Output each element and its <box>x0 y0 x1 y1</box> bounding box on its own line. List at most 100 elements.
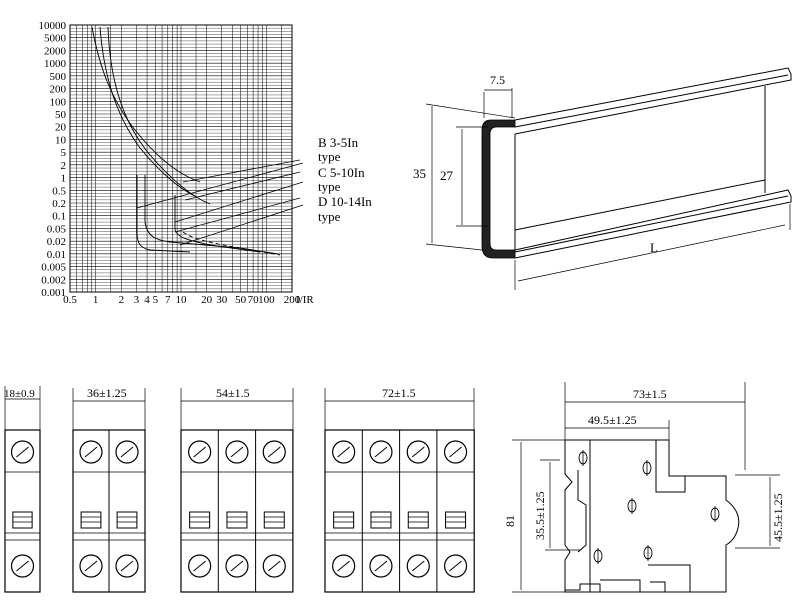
side-right-offset-label: 45.5±1.25 <box>771 493 785 542</box>
breaker-3p: 54±1.5 <box>180 386 294 593</box>
toggle-lever <box>189 511 211 529</box>
x-tick-label: 50 <box>235 294 247 306</box>
y-tick-label: 0.005 <box>41 262 66 274</box>
y-tick-label: 0.1 <box>52 211 66 223</box>
x-tick-label: 3 <box>134 294 140 306</box>
x-tick-label: 1 <box>93 294 99 306</box>
breaker-4p-width: 72±1.5 <box>382 386 416 400</box>
screw-slot <box>193 446 207 458</box>
toggle-lever <box>12 511 33 529</box>
y-tick-label: 500 <box>50 71 67 83</box>
screw-slot <box>120 446 134 458</box>
chart-legend: B 3-5In type C 5-10In type D 10-14In typ… <box>318 135 372 224</box>
toggle-lever <box>226 511 248 529</box>
breaker-1p: 18±0.9 <box>4 386 41 593</box>
chart-vertical-grid <box>76 25 293 292</box>
legend-d-label: D 10-14In <box>318 194 372 209</box>
rail-top-flange <box>514 67 792 135</box>
y-tick-label: 0.002 <box>41 274 66 286</box>
rail-profile <box>481 119 516 259</box>
x-tick-label: 100 <box>258 294 275 306</box>
y-tick-label: 1000 <box>44 58 67 70</box>
rail-bottom-flange <box>514 189 792 259</box>
curve-c-upper <box>99 26 196 197</box>
x-tick-label: 10 <box>176 294 188 306</box>
y-tick-label: 5 <box>61 147 67 159</box>
screw-slot <box>84 560 98 572</box>
screw-slot <box>267 560 281 572</box>
curve-c-vertical <box>144 175 279 255</box>
y-tick-label: 1 <box>61 173 67 185</box>
curve-b-upper <box>91 26 201 183</box>
screw-slot <box>84 446 98 458</box>
screw-slot <box>16 446 29 458</box>
x-tick-label: 70 <box>248 294 260 306</box>
breaker-side-view: 73±1.5 49.5±1.25 81 35.5±1.25 45.5±1.25 <box>503 382 785 593</box>
x-tick-label: 4 <box>144 294 150 306</box>
x-tick-label: 5 <box>153 294 159 306</box>
breaker-4p-body <box>324 429 475 593</box>
rail-inner-height-label: 27 <box>440 168 454 183</box>
chart-y-tick-labels: 100005000200010005002001005020105210.50.… <box>39 20 67 299</box>
screw-slot <box>230 446 244 458</box>
breaker-1p-width: 18±0.9 <box>4 388 35 400</box>
breaker-2p-body <box>72 429 146 593</box>
screw-slot <box>16 560 29 572</box>
y-tick-label: 10000 <box>39 20 67 32</box>
screw-slot <box>411 560 425 572</box>
curve-d-vertical <box>174 195 261 253</box>
side-left-offset-label: 35.5±1.25 <box>533 491 547 540</box>
side-depth-label: 73±1.5 <box>633 387 667 401</box>
curve-d-dashed <box>182 231 281 256</box>
screw-slot <box>374 560 388 572</box>
side-body-inner <box>577 440 691 592</box>
y-tick-label: 100 <box>50 96 67 108</box>
x-tick-label: 30 <box>216 294 228 306</box>
y-tick-label: 0.01 <box>47 249 66 261</box>
side-din-clip <box>565 581 666 592</box>
rail-top-width-label: 7.5 <box>490 73 505 87</box>
breaker-1p-body <box>4 429 41 593</box>
y-tick-label: 0.05 <box>47 223 67 235</box>
screw-slot <box>337 446 351 458</box>
legend-b-label: B 3-5In <box>318 135 359 150</box>
side-inner-depth-label: 49.5±1.25 <box>588 413 637 427</box>
curve-d-upper <box>107 26 211 205</box>
screw-slot <box>449 560 462 572</box>
x-tick-label: 7 <box>165 294 171 306</box>
toggle-lever <box>445 511 467 529</box>
toggle-lever <box>370 511 392 529</box>
din-rail-drawing: 7.5 35 27 L <box>413 67 792 290</box>
y-tick-label: 50 <box>55 109 67 121</box>
y-tick-label: 2000 <box>44 45 67 57</box>
rail-height-label: 35 <box>413 166 426 181</box>
legend-c-label: C 5-10In <box>318 165 365 180</box>
legend-c-type: type <box>318 179 341 194</box>
screw-slot <box>120 560 134 572</box>
chart-x-unit: I/IR <box>296 294 314 306</box>
x-tick-label: 20 <box>201 294 213 306</box>
screw-slot <box>337 560 351 572</box>
screw-slot <box>193 560 207 572</box>
x-tick-label: 0.5 <box>63 294 77 306</box>
breaker-3p-width: 54±1.5 <box>216 386 250 400</box>
side-screws <box>578 450 720 564</box>
rail-web <box>514 86 766 250</box>
y-tick-label: 0.02 <box>47 236 66 248</box>
breaker-2p: 36±1.25 <box>72 386 146 593</box>
x-tick-label: 2 <box>119 294 125 306</box>
y-tick-label: 0.001 <box>41 287 66 299</box>
legend-d-type: type <box>318 209 341 224</box>
side-body-outline <box>564 439 740 593</box>
screw-slot <box>230 560 244 572</box>
side-height-label: 81 <box>503 515 517 527</box>
y-tick-label: 20 <box>55 122 67 134</box>
breaker-3p-body <box>180 429 294 593</box>
y-tick-label: 0.5 <box>52 185 66 197</box>
breaker-4p: 72±1.5 <box>324 386 475 593</box>
y-tick-label: 5000 <box>44 33 67 45</box>
toggle-lever <box>407 511 429 529</box>
screw-slot <box>449 446 462 458</box>
